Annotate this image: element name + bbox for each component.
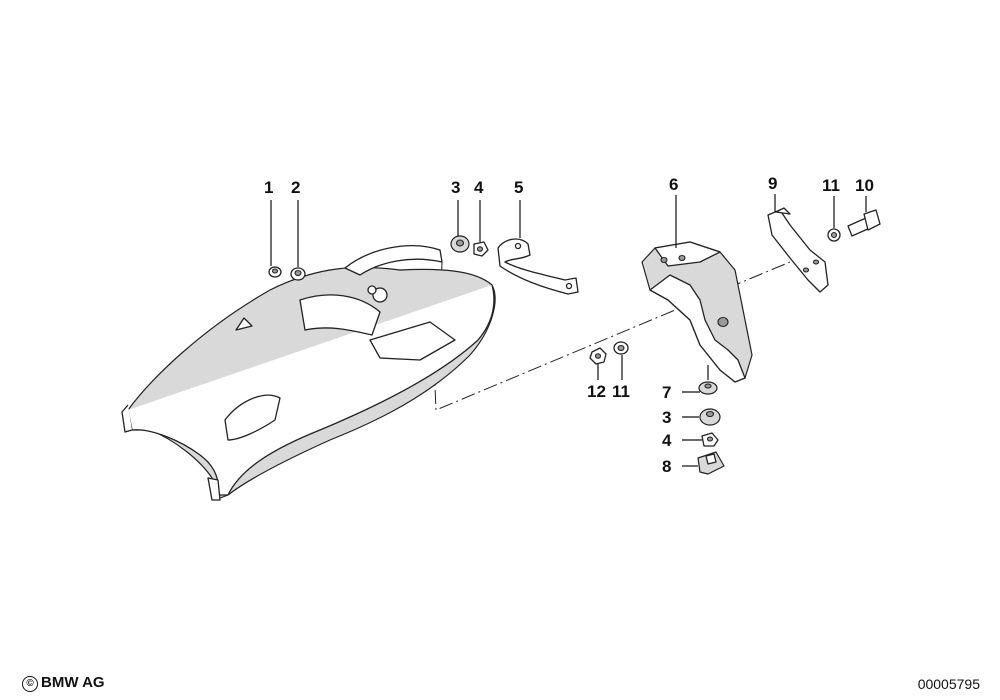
washer-part-11-lower [613,341,629,355]
callout-12: 12 [587,382,606,401]
bolt-part-1 [268,266,282,278]
callout-11-upper: 11 [822,176,840,195]
grommet-part-3-lower [699,408,721,426]
callout-3-lower: 3 [662,408,671,427]
leader-lines [270,194,867,467]
callout-4-lower: 4 [662,431,672,450]
spacer-part-7 [698,381,718,395]
callout-11-lower: 11 [612,382,630,401]
callout-numbers: 1 2 3 4 5 6 9 11 10 12 11 7 3 4 8 [264,174,874,476]
number-plate-holder-part-6 [641,241,753,383]
bracket-plate-part-9 [767,207,829,293]
washer-part-11-upper [827,228,841,242]
bolt-part-10 [847,209,881,237]
callout-3-upper: 3 [451,178,460,197]
callout-7: 7 [662,383,671,402]
callout-1: 1 [264,178,273,197]
callout-9: 9 [768,174,777,193]
grommet-part-3-upper [450,235,470,253]
callout-4-upper: 4 [474,178,484,197]
clip-nut-part-8 [697,451,725,475]
nut-part-12 [589,347,607,365]
document-number: 00005795 [917,676,980,692]
callout-2: 2 [291,178,300,197]
bracket-part-5 [497,238,579,295]
callout-8: 8 [662,457,671,476]
nut-part-4-lower [701,432,719,447]
rear-mudguard [121,245,496,501]
copyright-notice: ©BMW AG [22,674,105,692]
nut-part-4-upper [473,241,489,257]
callout-6: 6 [669,175,678,194]
copyright-text: BMW AG [41,674,105,691]
copyright-icon: © [22,676,38,692]
callout-10: 10 [855,176,874,195]
callout-5: 5 [514,178,523,197]
washer-part-2 [290,267,306,281]
